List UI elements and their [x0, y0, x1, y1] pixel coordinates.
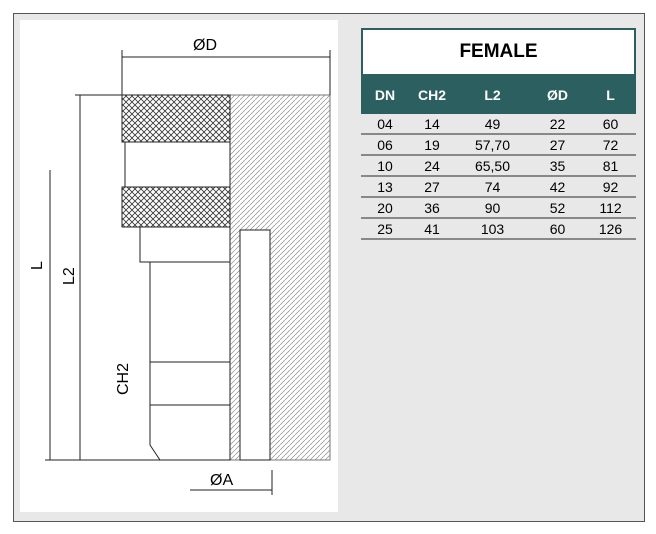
- table-cell: 103: [480, 220, 505, 237]
- table-cell: 27: [424, 178, 440, 195]
- table-row: 25 41 103 60 126: [361, 219, 636, 240]
- table-title: FEMALE: [361, 28, 636, 76]
- label-oa: ØA: [210, 472, 233, 489]
- table-cell: 60: [549, 220, 566, 237]
- col-dn: DN: [374, 87, 396, 103]
- table-row: 06 19 57,70 27 72: [361, 135, 636, 156]
- table-cell: 13: [377, 178, 393, 195]
- table-cell: 36: [424, 199, 440, 216]
- label-l: L: [29, 261, 46, 270]
- table-cell: 60: [602, 115, 619, 132]
- table-cell: 41: [424, 220, 440, 237]
- table-cell: 35: [549, 157, 566, 174]
- label-l2: L2: [61, 267, 78, 285]
- table-cell: 04: [377, 115, 393, 132]
- table-cell: 27: [549, 136, 566, 153]
- table-cell: 112: [599, 199, 622, 216]
- table-row: 20 36 90 52 112: [361, 198, 636, 219]
- label-ch2: CH2: [115, 363, 132, 395]
- table-row: 04 14 49 22 60: [361, 114, 636, 135]
- label-od: ØD: [193, 37, 217, 54]
- table-cell: 25: [377, 220, 393, 237]
- table-cell: 10: [377, 157, 393, 174]
- table-cell: 20: [377, 199, 393, 216]
- table-cell: 90: [484, 199, 501, 216]
- col-ch2: CH2: [417, 87, 446, 103]
- table-cell: 52: [549, 199, 566, 216]
- coupling-drawing: ØD L L2 CH2 ØA: [20, 20, 338, 512]
- table-cell: 74: [484, 178, 501, 195]
- table-cell: 06: [377, 136, 393, 153]
- table-row: 13 27 74 42 92: [361, 177, 636, 198]
- table-cell: 65,50: [474, 157, 511, 174]
- dimension-table: FEMALE DN CH2 L2 ØD L 04 14 49 22 60 06 19 57,7…: [361, 28, 636, 240]
- table-cell: 57,70: [474, 136, 511, 153]
- table-cell: 126: [598, 220, 623, 237]
- table-cell: 92: [602, 178, 619, 195]
- table-cell: 81: [602, 157, 619, 174]
- table-cell: 14: [424, 115, 440, 132]
- table-cell: 49: [484, 115, 501, 132]
- table-cell: 42: [549, 178, 566, 195]
- table-cell: 24: [424, 157, 440, 174]
- col-l2: L2: [484, 87, 501, 103]
- table-cell: 19: [424, 136, 440, 153]
- col-l: L: [606, 87, 615, 103]
- table-row: 10 24 65,50 35 81: [361, 156, 636, 177]
- col-od: ØD: [547, 87, 568, 103]
- table-cell: 22: [549, 115, 566, 132]
- table-cell: 72: [602, 136, 619, 153]
- table-header: DN CH2 L2 ØD L: [361, 76, 636, 114]
